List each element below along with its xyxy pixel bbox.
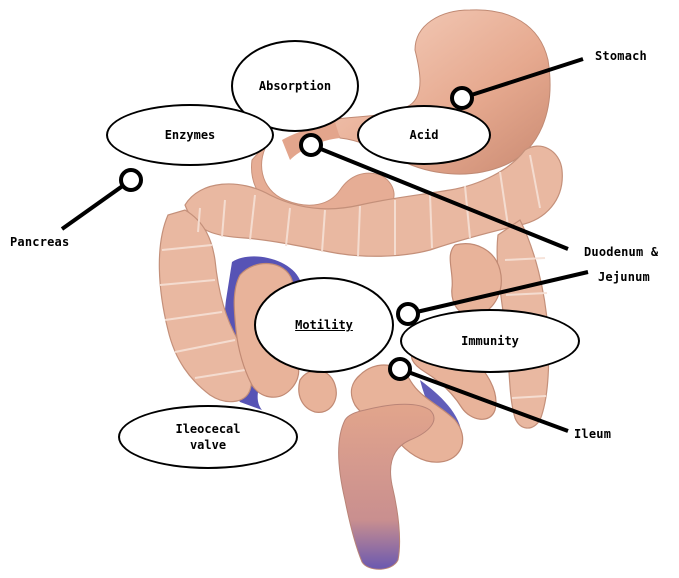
ileum-label: Ileum <box>574 427 611 441</box>
ileocecal-valve-oval: Ileocecal valve <box>118 405 298 469</box>
jejunum-leader-line <box>408 272 588 314</box>
stomach-leader-line <box>462 59 583 98</box>
motility-oval: Motility <box>254 277 394 373</box>
enzymes-label: Enzymes <box>165 127 216 143</box>
immunity-label: Immunity <box>461 333 519 349</box>
stomach-label: Stomach <box>595 49 647 63</box>
duodenum-pin <box>301 135 321 155</box>
enzymes-oval: Enzymes <box>106 104 274 166</box>
acid-label: Acid <box>410 127 439 143</box>
duodenum-label: Duodenum & <box>584 245 658 259</box>
pancreas-leader-line <box>62 180 131 229</box>
jejunum-label: Jejunum <box>598 270 650 284</box>
pancreas-pin <box>121 170 141 190</box>
ileocecal-label-line2: valve <box>175 437 240 453</box>
immunity-oval: Immunity <box>400 309 580 373</box>
stomach-pin <box>452 88 472 108</box>
absorption-label: Absorption <box>259 78 331 94</box>
acid-oval: Acid <box>357 105 491 165</box>
pancreas-label: Pancreas <box>10 235 69 249</box>
motility-label: Motility <box>295 317 353 333</box>
ileocecal-label-line1: Ileocecal <box>175 421 240 437</box>
ileum-leader-line <box>400 369 568 431</box>
jejunum-pin <box>398 304 418 324</box>
ileum-pin <box>390 359 410 379</box>
